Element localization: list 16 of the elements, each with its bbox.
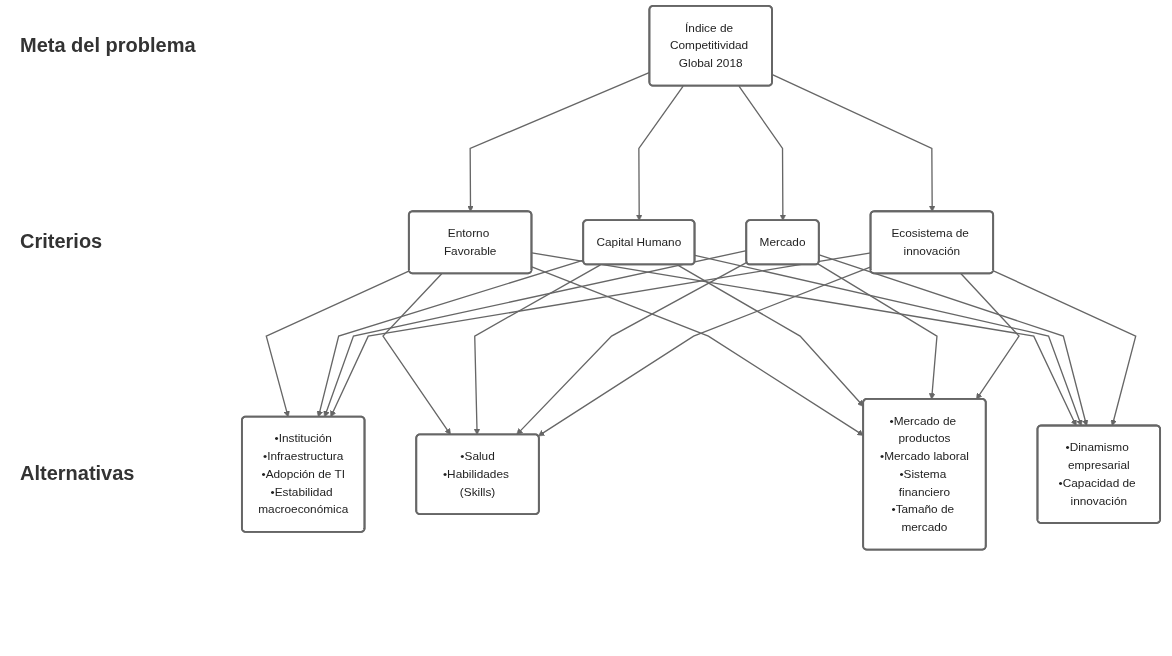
arrow [694,254,1083,427]
arrow [516,261,748,435]
level-label: Meta del problema [20,33,196,57]
arrow [818,254,1089,427]
arrow [817,263,938,400]
arrow [473,264,602,435]
arrow [992,270,1137,427]
arrow [738,85,787,221]
arrow [382,273,451,435]
level-label: Alternativas [20,462,135,486]
level-label: Criterios [20,230,103,254]
arrow [960,273,1020,400]
arrow [531,252,1077,427]
arrow [265,270,410,418]
arrow [635,85,684,221]
arrow [676,264,864,407]
